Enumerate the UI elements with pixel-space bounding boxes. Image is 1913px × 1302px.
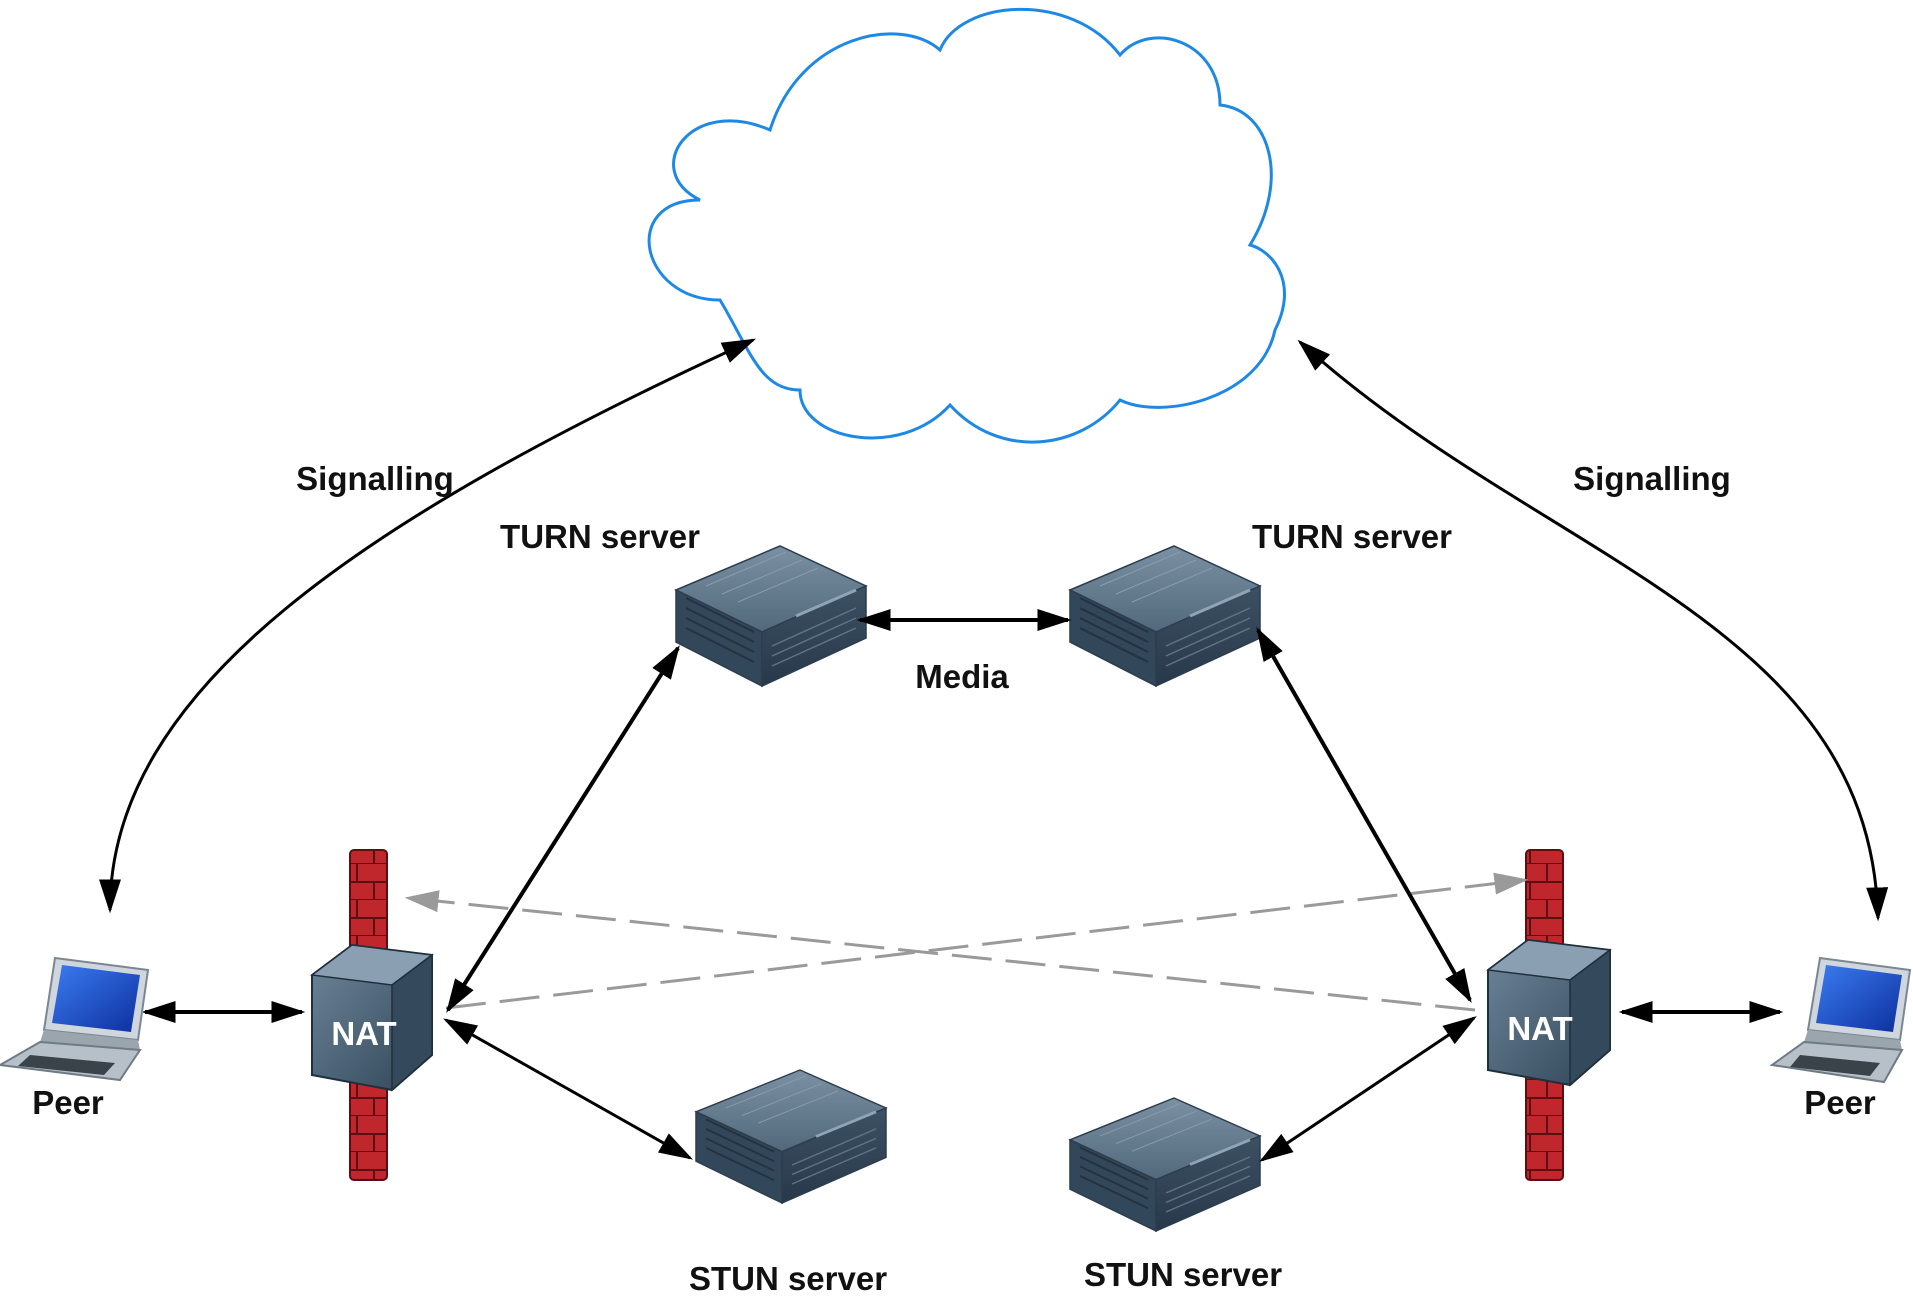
turn-left-to-nat-arrow (446, 645, 680, 1013)
stun-server-right-label: STUN server (1084, 1256, 1282, 1293)
stun-server-left-icon (694, 1068, 888, 1205)
turn-server-left-icon (674, 544, 868, 688)
media-label: Media (915, 658, 1009, 695)
turn-server-right-icon (1068, 544, 1262, 688)
nat-right-label: NAT (1507, 1010, 1572, 1047)
turn-server-right-label: TURN server (1252, 518, 1452, 555)
peer-left-label: Peer (32, 1084, 104, 1121)
turn-server-left-label: TURN server (500, 518, 700, 555)
laptop-left-icon (0, 956, 150, 1082)
nat-right-to-stun-arrow (1259, 1016, 1477, 1162)
turn-right-to-nat-arrow (1256, 627, 1472, 1003)
nat-left-to-stun-arrow (443, 1018, 693, 1160)
stun-server-right-icon (1068, 1096, 1262, 1233)
nat-left-label: NAT (331, 1015, 396, 1052)
laptop-right-icon (1769, 956, 1912, 1084)
nat-left-icon: NAT (310, 943, 434, 1092)
stun-server-left-label: STUN server (689, 1260, 887, 1297)
dashed-arrow-to-right-firewall (445, 872, 1529, 1010)
signalling-left-label: Signalling (296, 460, 454, 497)
signalling-right-label: Signalling (1573, 460, 1731, 497)
cloud-icon (647, 7, 1286, 444)
nat-right-icon: NAT (1486, 938, 1612, 1087)
signalling-arrow-right (1297, 339, 1889, 922)
signalling-arrow-left (99, 338, 757, 914)
peer-right-label: Peer (1804, 1084, 1876, 1121)
